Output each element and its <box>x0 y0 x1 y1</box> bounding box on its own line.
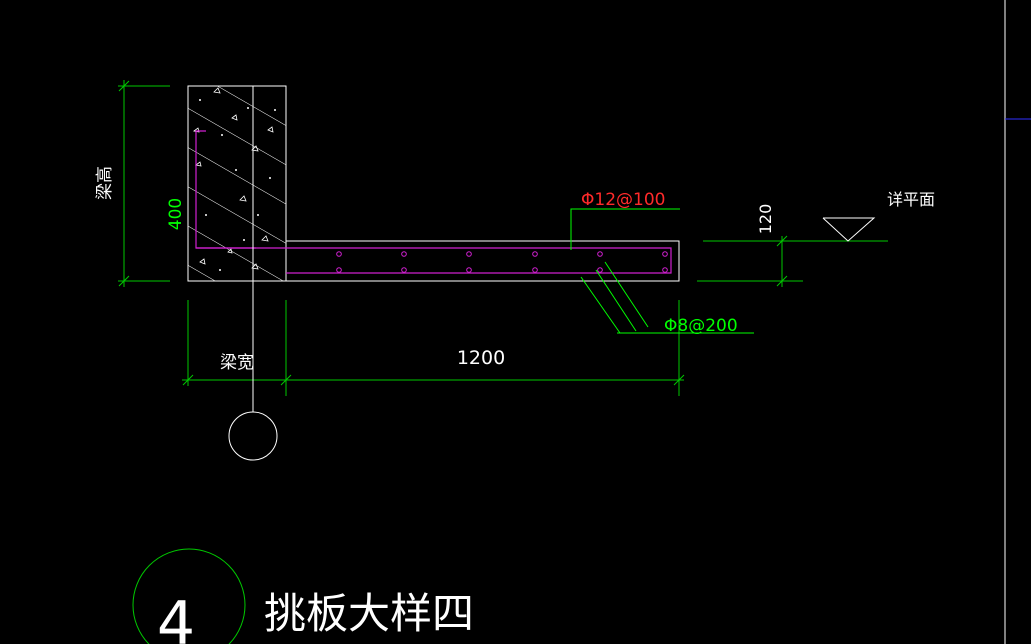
axis-bubble <box>228 411 278 461</box>
horizontal-dimension <box>182 300 685 396</box>
detail-number-circle <box>132 548 246 644</box>
concrete-aggregate-marks <box>193 87 274 270</box>
detail-number: 4 <box>157 589 195 644</box>
beam-height-value: 400 <box>166 198 186 230</box>
top-rebar-label: Φ12@100 <box>581 190 665 210</box>
beam-width-label: 梁宽 <box>220 353 254 373</box>
rebar-layout <box>195 130 672 274</box>
slab-thickness-value: 120 <box>756 204 775 235</box>
slab-thickness-dimension <box>697 235 888 287</box>
distribution-rebar-label: Φ8@200 <box>664 316 738 336</box>
top-rebar-leader <box>570 208 680 250</box>
section-reference-label: 详平面 <box>887 190 935 209</box>
beam-height-label: 梁高 <box>95 166 115 200</box>
concrete-dots <box>199 99 276 271</box>
distribution-rebar-dots <box>336 251 668 273</box>
distribution-rebar-leader <box>580 261 754 334</box>
slab-length-value: 1200 <box>457 347 505 369</box>
detail-title: 挑板大样四 <box>264 589 474 638</box>
beam-height-dimension <box>118 80 170 287</box>
slab-top-rebar <box>196 247 672 274</box>
cantilever-slab-section <box>285 240 680 282</box>
beam-section <box>187 85 287 282</box>
section-reference-marker <box>822 217 876 242</box>
